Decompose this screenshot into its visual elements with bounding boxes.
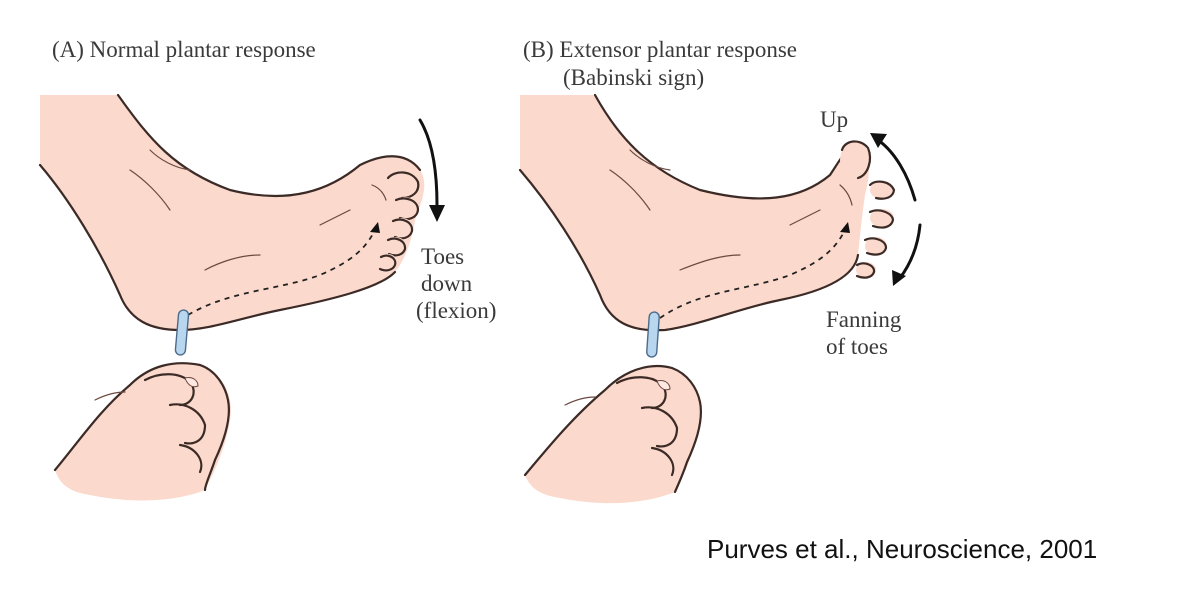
panel-b-foot xyxy=(518,93,896,358)
panel-b-label-up: Up xyxy=(820,107,849,132)
panel-a-flexion-arrow xyxy=(418,118,445,222)
panel-b-label-fanning: Fanning xyxy=(826,307,902,332)
panel-b-subtitle: (Babinski sign) xyxy=(563,65,705,90)
panel-b-up-arrow xyxy=(870,133,917,202)
panel-a-hand xyxy=(53,362,231,501)
panel-b-label-of-toes: of toes xyxy=(826,334,888,359)
panel-b-fanning-arrow xyxy=(892,223,922,286)
panel-a-label-down: down xyxy=(421,271,473,296)
panel-a-foot xyxy=(38,93,425,356)
panel-a-label-flexion: (flexion) xyxy=(416,298,497,323)
panel-b-hand xyxy=(523,364,702,504)
panel-a-title: (A) Normal plantar response xyxy=(52,37,316,62)
panel-b-title: (B) Extensor plantar response xyxy=(523,37,798,62)
citation-text: Purves et al., Neuroscience, 2001 xyxy=(707,534,1098,564)
panel-a-label-toes: Toes xyxy=(421,244,465,269)
